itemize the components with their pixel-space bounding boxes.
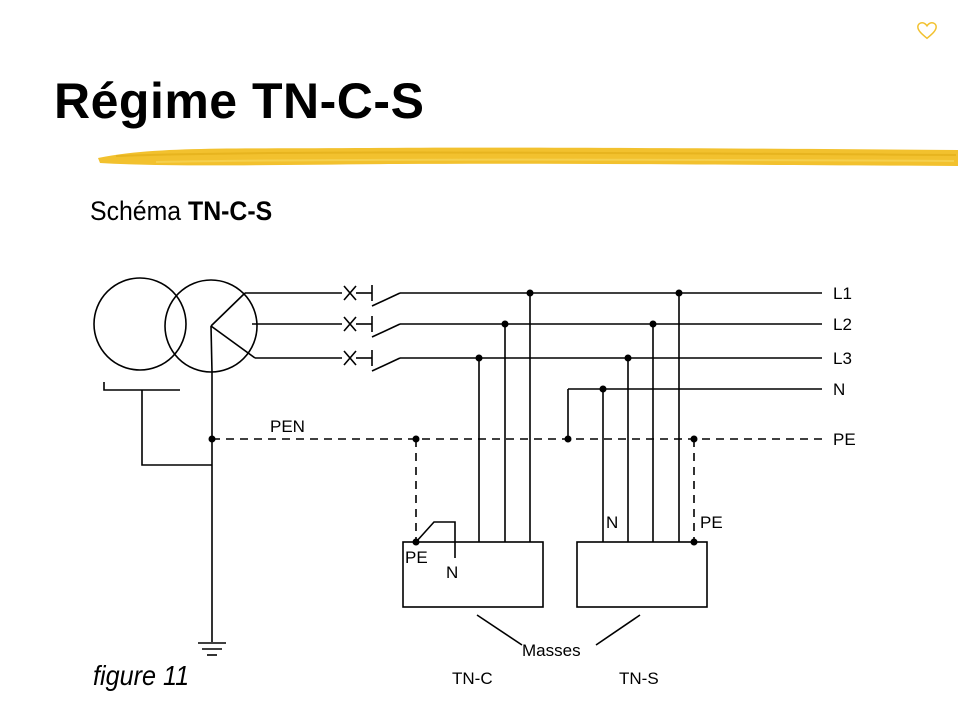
label-n: N bbox=[833, 380, 845, 399]
tn-c-box-n-label: N bbox=[446, 563, 458, 582]
tn-s-load-box bbox=[576, 541, 708, 608]
label-l2: L2 bbox=[833, 315, 852, 334]
label-l3: L3 bbox=[833, 349, 852, 368]
slide-title: Régime TN-C-S bbox=[54, 73, 425, 129]
label-pen: PEN bbox=[270, 417, 305, 436]
diagram-subtitle: Schéma TN-C-S bbox=[90, 196, 272, 227]
tn-s-box-n-label: N bbox=[606, 513, 618, 532]
subtitle-bold: TN-C-S bbox=[188, 196, 273, 226]
junction-dots bbox=[208, 289, 698, 546]
title-underline-brush bbox=[98, 147, 958, 166]
label-pe: PE bbox=[833, 430, 856, 449]
label-l1: L1 bbox=[833, 284, 852, 303]
tn-c-box-pe-label: PE bbox=[405, 548, 428, 567]
tn-s-box-pe-label: PE bbox=[700, 513, 723, 532]
breaker-cross-icon bbox=[343, 285, 401, 372]
tn-c-load-box bbox=[402, 541, 544, 608]
tn-c-label: TN-C bbox=[452, 669, 493, 688]
earth-ground-icon bbox=[198, 642, 226, 656]
figure-label: figure 11 bbox=[93, 660, 190, 691]
masses-label: Masses bbox=[522, 641, 581, 660]
tn-s-label: TN-S bbox=[619, 669, 659, 688]
heart-icon bbox=[917, 22, 937, 40]
transformer-symbol bbox=[93, 277, 258, 466]
subtitle-prefix: Schéma bbox=[90, 196, 189, 226]
